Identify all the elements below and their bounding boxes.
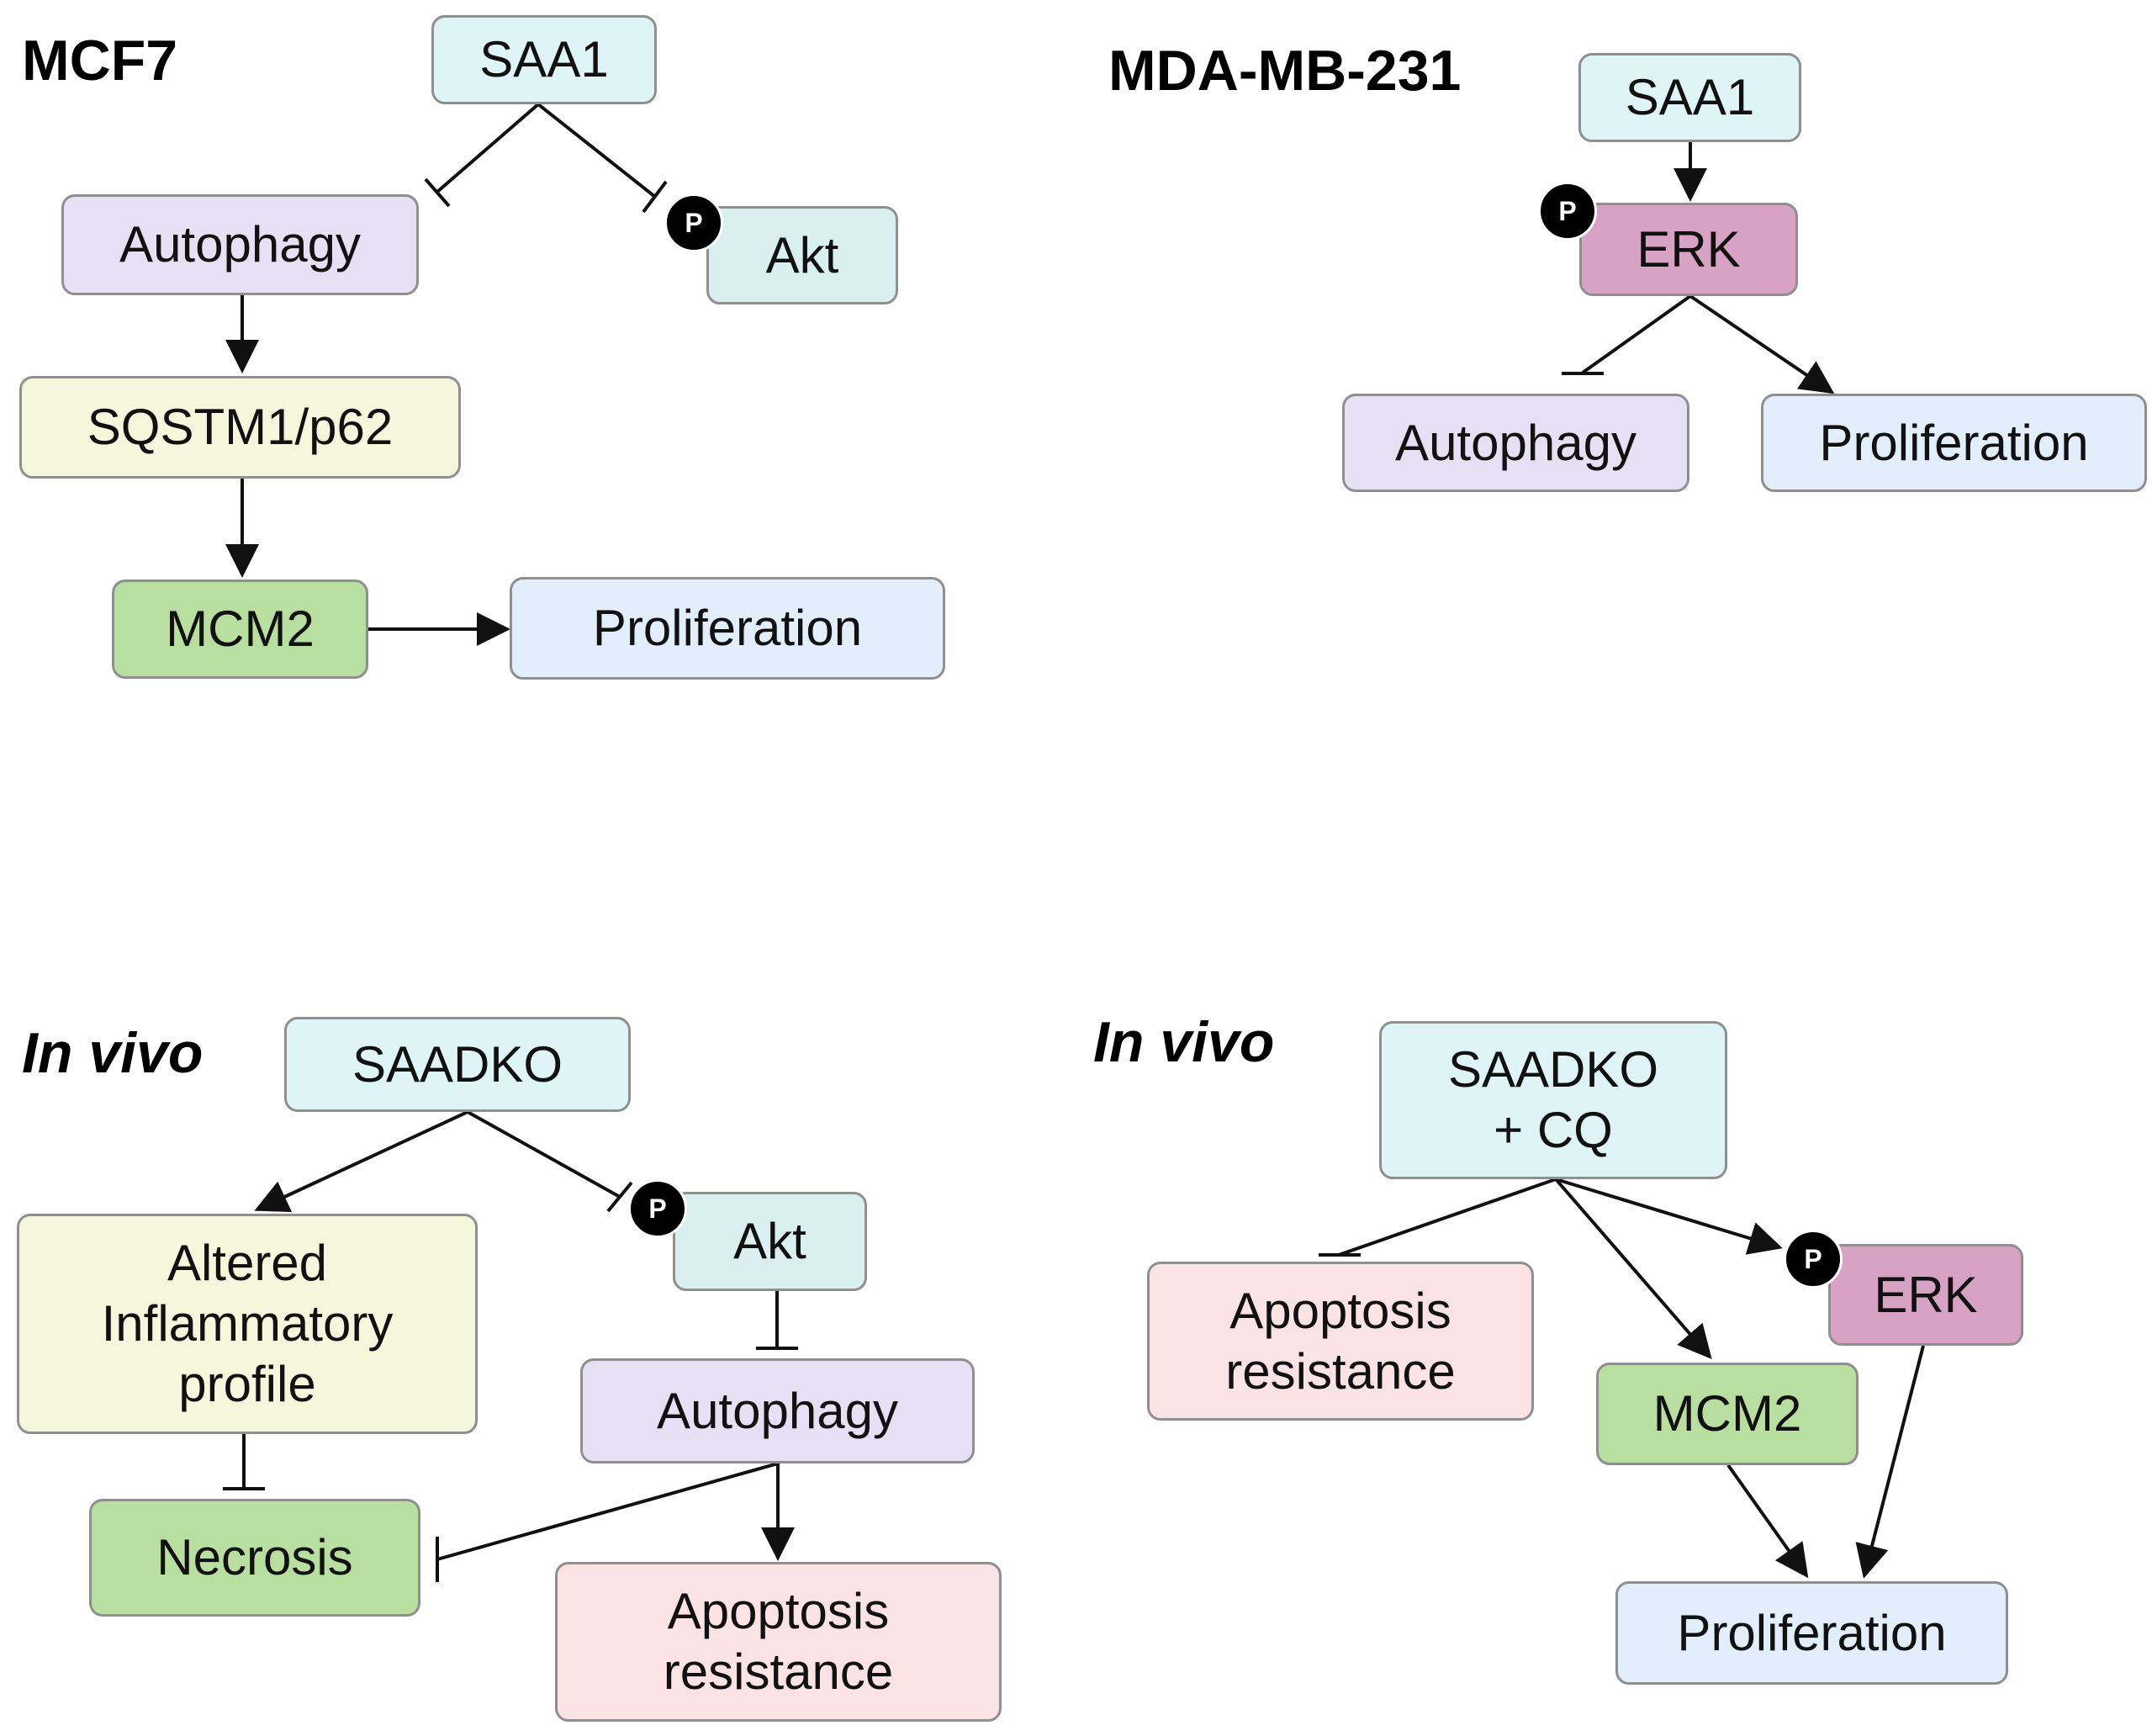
- node-tl-sqstm1: SQSTM1/p62: [19, 376, 461, 479]
- edge-bl-autophagy-necrosis: [436, 1462, 779, 1582]
- node-br-mcm2: MCM2: [1596, 1363, 1859, 1465]
- node-tl-saa1: SAA1: [431, 15, 657, 104]
- edge-br-saadko-erk: [1555, 1178, 1783, 1255]
- phospho-bl-akt-icon: P: [628, 1179, 687, 1238]
- panel-title-in-vivo-left: In vivo: [22, 1021, 204, 1085]
- edge-br-saadko-mcm2: [1554, 1178, 1712, 1360]
- node-bl-akt: Akt: [673, 1192, 867, 1291]
- node-br-erk: ERK: [1828, 1244, 2023, 1346]
- panel-title-in-vivo-right: In vivo: [1093, 1010, 1275, 1074]
- node-tl-mcm2: MCM2: [112, 580, 368, 679]
- node-br-saadko-cq: SAADKO + CQ: [1379, 1021, 1727, 1179]
- edge-tl-saa1-autophagy: [424, 103, 540, 208]
- edge-bl-akt-autophagy: [756, 1291, 798, 1350]
- edge-bl-inflammatory-necrosis: [223, 1434, 265, 1490]
- node-br-proliferation: Proliferation: [1615, 1581, 2008, 1685]
- panel-title-mda-mb-231: MDA-MB-231: [1108, 39, 1462, 103]
- edge-br-erk-proliferation: [1855, 1345, 1925, 1579]
- node-br-apoptosis: Apoptosis resistance: [1147, 1262, 1534, 1421]
- node-tr-proliferation: Proliferation: [1761, 394, 2147, 492]
- phospho-tr-erk-icon: P: [1538, 182, 1597, 241]
- node-tl-proliferation: Proliferation: [510, 577, 945, 680]
- node-bl-saadko: SAADKO: [284, 1017, 631, 1112]
- node-tl-akt: Akt: [706, 206, 898, 304]
- node-tr-erk: ERK: [1579, 203, 1798, 296]
- node-tl-autophagy: Autophagy: [61, 194, 419, 295]
- node-tr-autophagy: Autophagy: [1342, 394, 1689, 492]
- edge-bl-saadko-inflammatory: [254, 1110, 468, 1212]
- node-bl-inflammatory: Altered Inflammatory profile: [17, 1214, 478, 1434]
- edge-tr-erk-proliferation: [1689, 294, 1835, 394]
- node-bl-necrosis: Necrosis: [89, 1499, 420, 1617]
- edge-bl-saadko-akt: [467, 1110, 633, 1213]
- node-tr-saa1: SAA1: [1578, 53, 1801, 142]
- node-bl-autophagy: Autophagy: [580, 1358, 975, 1463]
- edge-tl-saa1-akt: [537, 103, 668, 214]
- phospho-tl-akt-icon: P: [664, 193, 723, 252]
- node-bl-apoptosis: Apoptosis resistance: [555, 1562, 1002, 1722]
- edge-br-saadko-apoptosis: [1319, 1178, 1557, 1257]
- phospho-br-erk-icon: P: [1784, 1230, 1843, 1289]
- panel-title-mcf7: MCF7: [22, 29, 178, 93]
- edge-br-mcm2-proliferation: [1726, 1463, 1809, 1579]
- edge-tr-erk-autophagy: [1562, 294, 1692, 375]
